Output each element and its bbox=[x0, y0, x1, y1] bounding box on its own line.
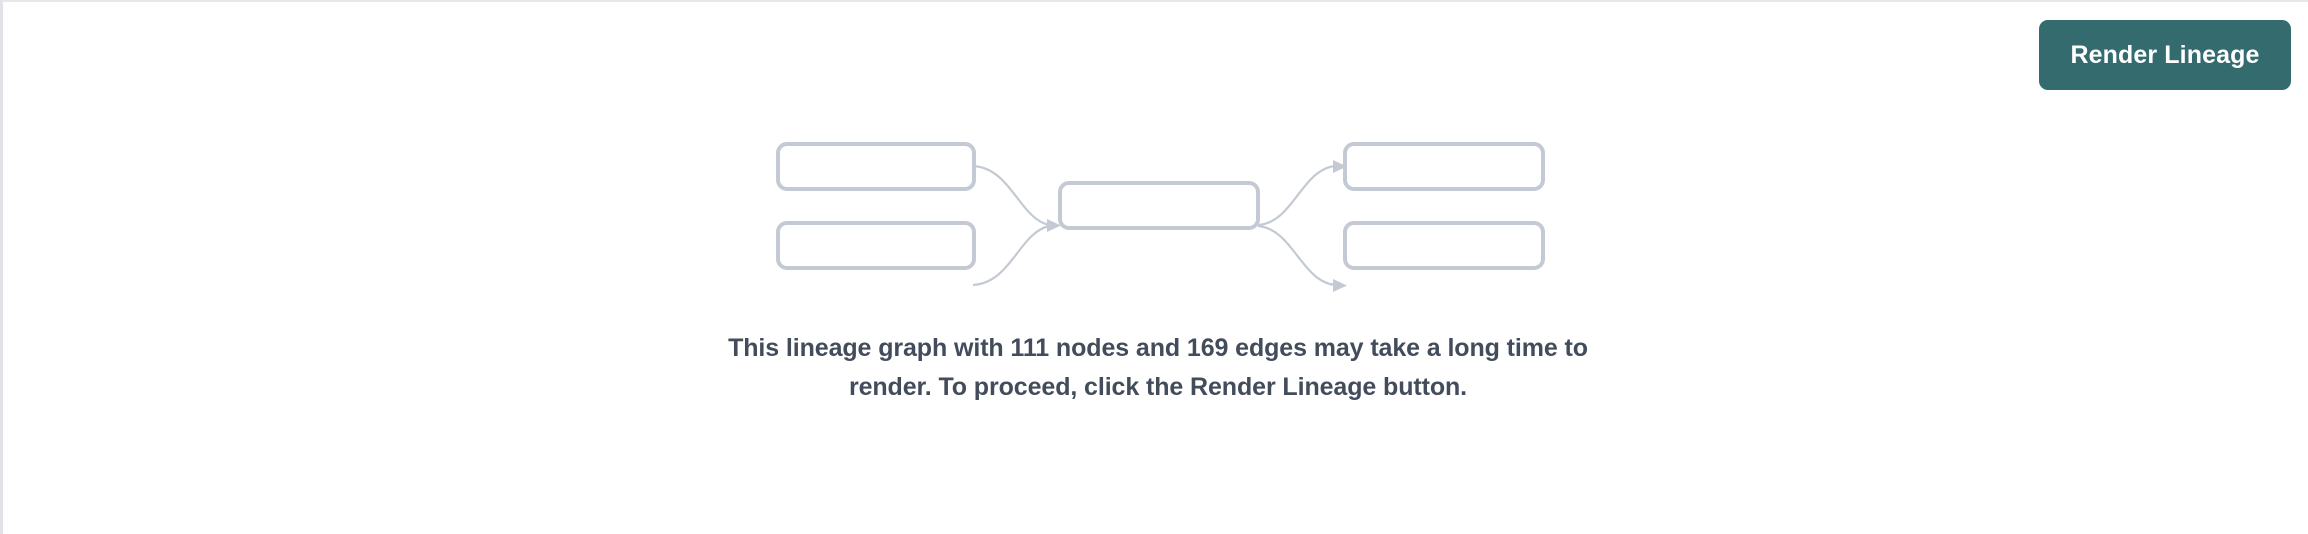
placeholder-node-upstream-2 bbox=[776, 221, 976, 270]
render-lineage-button[interactable]: Render Lineage bbox=[2039, 20, 2291, 90]
placeholder-edge-upstream2-center bbox=[972, 224, 1050, 287]
placeholder-edge-center-downstream2 bbox=[1257, 224, 1347, 292]
lineage-warning-message: This lineage graph with 111 nodes and 16… bbox=[728, 334, 1588, 401]
placeholder-edge-center-downstream1 bbox=[1257, 160, 1347, 227]
placeholder-node-upstream-1 bbox=[776, 142, 976, 191]
placeholder-node-downstream-2 bbox=[1343, 221, 1545, 270]
placeholder-node-downstream-1 bbox=[1343, 142, 1545, 191]
placeholder-edge-upstream1-center bbox=[972, 164, 1061, 232]
lineage-graph-placeholder-illustration bbox=[743, 122, 1583, 292]
placeholder-node-center bbox=[1058, 181, 1260, 230]
